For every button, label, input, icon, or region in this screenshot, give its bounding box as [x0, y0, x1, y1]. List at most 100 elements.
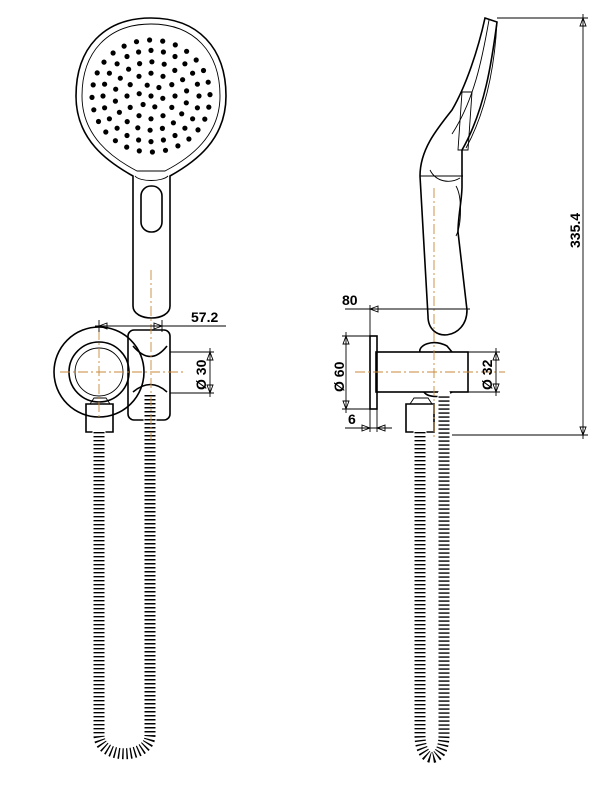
nozzle — [148, 116, 154, 122]
nozzle — [136, 137, 142, 143]
nozzle — [101, 59, 107, 65]
nozzle — [156, 84, 162, 91]
shower-head-rim — [81, 23, 221, 172]
nozzle — [196, 93, 202, 99]
nozzle — [95, 118, 102, 125]
nozzle — [175, 143, 181, 149]
nozzle — [117, 75, 123, 81]
nozzle — [136, 113, 142, 119]
side-head-outline — [419, 16, 498, 336]
nozzle — [149, 149, 155, 155]
nozzle — [183, 100, 189, 106]
nozzle — [144, 82, 150, 88]
nozzle — [161, 61, 167, 67]
nozzle — [159, 125, 165, 131]
dimension-flange-thickness: 6 — [348, 411, 356, 427]
nozzle — [135, 125, 141, 131]
holder-cradle-top — [132, 345, 168, 358]
nozzle — [102, 81, 108, 87]
hose-nut — [85, 403, 114, 433]
dimension-width-front: 57.2 — [191, 309, 218, 325]
nozzle — [114, 61, 120, 67]
nozzle — [124, 53, 130, 60]
dimension-height: 335.4 — [567, 213, 583, 248]
nozzle — [148, 70, 154, 76]
nozzle — [136, 73, 142, 79]
nozzle — [205, 79, 211, 85]
nozzle — [179, 111, 185, 117]
nozzle — [172, 53, 178, 60]
nozzle — [148, 139, 154, 145]
hose-front — [92, 388, 157, 761]
nozzle — [162, 147, 169, 153]
nozzle — [126, 66, 132, 72]
nozzle — [127, 104, 133, 110]
nozzle — [116, 109, 122, 115]
nozzle — [112, 98, 118, 104]
nozzle — [172, 93, 178, 99]
nozzle — [136, 49, 142, 55]
nozzle — [172, 132, 178, 139]
dimension-diameter-side: Ø 32 — [479, 359, 495, 390]
nozzle — [147, 127, 153, 133]
nozzle — [124, 132, 130, 139]
nozzle — [190, 116, 196, 122]
nozzle — [202, 116, 208, 122]
nozzle — [195, 127, 201, 133]
nozzle — [103, 129, 109, 135]
nozzle — [172, 42, 178, 48]
nozzle — [148, 47, 154, 54]
nozzle — [147, 37, 153, 43]
nozzle — [89, 94, 95, 100]
nozzle — [149, 59, 155, 65]
nozzle — [180, 77, 186, 83]
nozzle — [110, 50, 116, 56]
nozzle — [121, 43, 127, 49]
handle-neck — [134, 175, 169, 181]
nozzle — [124, 93, 130, 99]
nozzle — [106, 70, 112, 76]
dimension-projection: 80 — [342, 292, 358, 308]
nozzle — [148, 93, 154, 99]
nozzle — [170, 120, 176, 126]
nozzle — [94, 70, 100, 76]
nozzle — [190, 70, 196, 76]
shower-head-outline — [75, 17, 227, 319]
side-view: 80 Ø 60 6 Ø 32 335.4 — [331, 14, 588, 764]
nozzle — [182, 61, 188, 67]
handle-slot — [140, 185, 163, 233]
nozzle — [160, 49, 166, 55]
spray-nozzles — [89, 37, 213, 155]
nozzle — [193, 57, 199, 63]
nozzle — [194, 81, 200, 87]
nozzle — [114, 125, 120, 131]
nozzle — [184, 88, 190, 94]
nozzle — [160, 73, 166, 79]
hose-side — [413, 388, 451, 764]
nozzle — [186, 136, 192, 142]
nozzle — [140, 101, 146, 108]
nozzle — [124, 119, 130, 125]
nozzle — [100, 93, 106, 99]
nozzle — [113, 86, 119, 92]
front-view: 57.2 Ø 30 — [53, 17, 227, 761]
nozzle — [160, 95, 166, 101]
nozzle — [124, 144, 130, 150]
nozzle — [206, 104, 212, 110]
dimension-diameter-flange: Ø 60 — [331, 361, 347, 392]
nozzle — [160, 137, 166, 143]
holder-cradle-bottom — [132, 383, 168, 393]
nozzle — [172, 67, 178, 73]
nozzle — [133, 39, 140, 45]
nozzle — [90, 82, 96, 88]
nozzle — [160, 113, 166, 119]
side-flange — [369, 335, 378, 410]
nozzle — [200, 67, 207, 74]
nozzle — [194, 105, 200, 111]
nozzle — [106, 116, 112, 122]
nozzle — [112, 138, 118, 144]
nozzle — [136, 91, 142, 97]
nozzle — [182, 125, 188, 131]
nozzle — [152, 104, 158, 110]
